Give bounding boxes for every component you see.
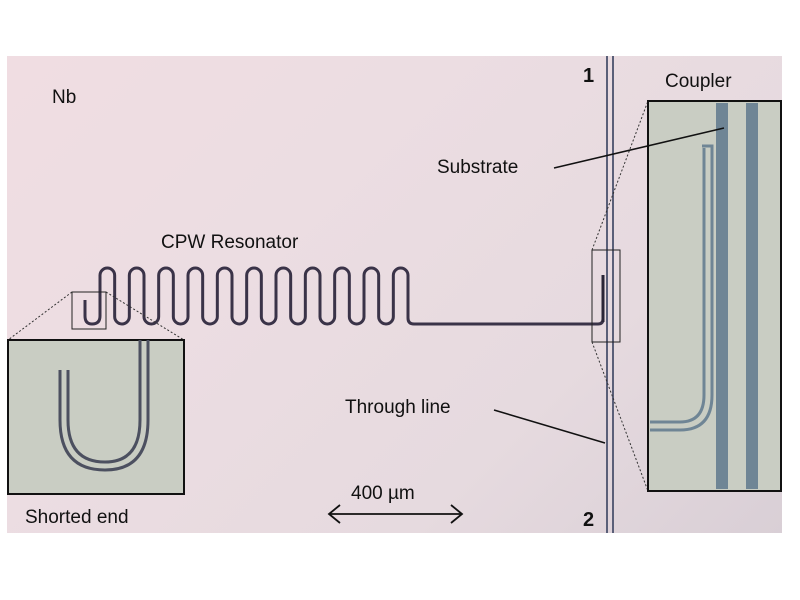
port-1-label: 1 (583, 65, 595, 87)
shorted-end-dotted-right (105, 291, 185, 341)
substrate-pointer (553, 127, 725, 169)
shorted-end-marker-box (71, 291, 107, 330)
substrate-label: Substrate (437, 157, 519, 178)
coupler-inset (647, 100, 782, 492)
scale-bar-arrow (327, 504, 464, 524)
coupler-marker-box (591, 249, 621, 343)
coupler-dotted-bottom (591, 341, 649, 492)
coupler-dotted-top (591, 100, 649, 251)
resonator-label: CPW Resonator (161, 232, 299, 253)
material-label: Nb (52, 87, 77, 108)
shorted-end-label: Shorted end (25, 507, 129, 528)
through-line-label: Through line (345, 397, 451, 418)
cpw-resonator-trace (83, 266, 605, 326)
coupler-label: Coupler (665, 71, 732, 92)
through-line-pointer (493, 409, 606, 444)
shorted-end-dotted-left (7, 291, 73, 341)
port-2-label: 2 (583, 509, 595, 531)
shorted-end-inset (7, 339, 185, 495)
scale-bar-label: 400 µm (351, 483, 415, 504)
